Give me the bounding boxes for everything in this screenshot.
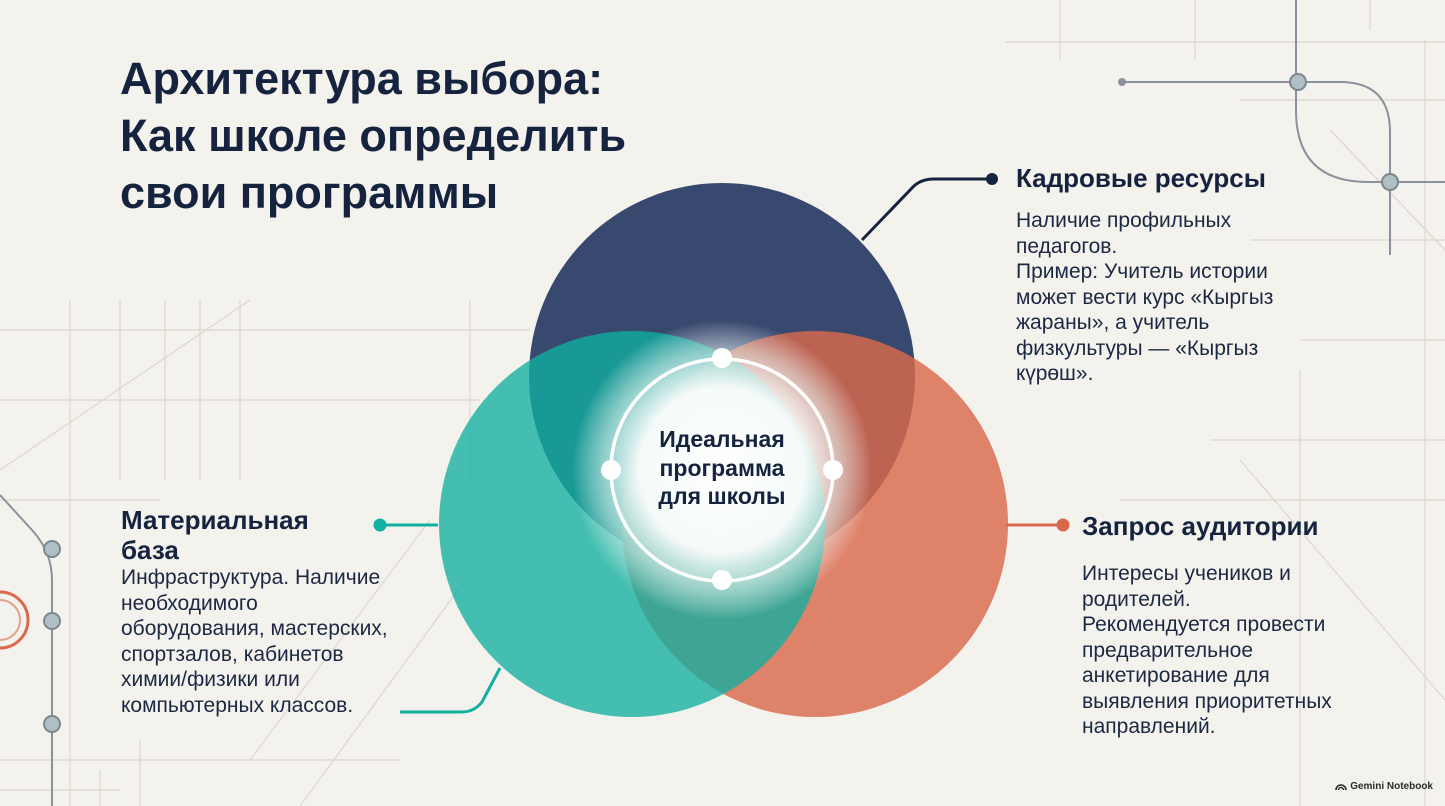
staff-description: Наличие профильных педагогов. Пример: Уч… (1016, 208, 1273, 387)
staff-line: күрөш». (1016, 362, 1094, 385)
material-line: химии/физики или (121, 668, 300, 691)
audience-line: направлений. (1082, 715, 1216, 738)
title-line: Как школе определить (120, 110, 627, 161)
material-description: Инфраструктура. Наличие необходимого обо… (121, 565, 388, 718)
ring-node-right (823, 460, 843, 480)
audience-line: предварительное (1082, 638, 1254, 662)
ring-node-left (601, 460, 621, 480)
staff-line: жараны», а учитель (1016, 311, 1210, 334)
ring-node-top (712, 348, 732, 368)
audience-title: Запрос аудитории (1082, 511, 1319, 541)
page-title: Архитектура выбора: Как школе определить… (120, 50, 820, 221)
center-glow (572, 320, 872, 620)
center-label-line: для школы (658, 483, 786, 509)
audience-line: родителей. (1082, 587, 1191, 611)
material-line: необходимого (121, 591, 258, 615)
material-line: оборудования, мастерских, (121, 617, 388, 640)
material-line: Инфраструктура. Наличие (121, 566, 381, 589)
title-line: свои программы (120, 167, 499, 218)
audience-line: Интересы учеников и (1082, 562, 1291, 585)
staff-line: Наличие профильных (1016, 209, 1232, 232)
audience-line: Рекомендуется провести (1082, 613, 1326, 636)
material-title: Материальная база (121, 505, 309, 565)
audience-line: анкетирование для (1082, 664, 1270, 687)
ring-node-bottom (712, 570, 732, 590)
material-title-line: база (121, 535, 179, 565)
staff-line: педагогов. (1016, 234, 1118, 258)
material-line: компьютерных классов. (121, 693, 354, 717)
material-lower-connector (400, 667, 502, 714)
staff-line: физкультуры — «Кыргыз (1016, 336, 1259, 360)
center-label: Идеальная программа для школы (610, 425, 834, 511)
staff-line: Пример: Учитель истории (1016, 260, 1268, 283)
material-line: спортзалов, кабинетов (121, 642, 344, 666)
audience-line: выявления приоритетных (1082, 689, 1332, 713)
staff-title: Кадровые ресурсы (1016, 163, 1266, 193)
material-title-line: Материальная (121, 505, 309, 535)
staff-line: может вести курс «Кыргыз (1016, 285, 1274, 309)
brand-text: Gemini Notebook (1350, 781, 1433, 792)
brand-watermark: Gemini Notebook (1335, 781, 1433, 792)
center-label-line: Идеальная (659, 426, 785, 452)
audience-description: Интересы учеников и родителей. Рекоменду… (1082, 561, 1332, 740)
notebook-logo-icon (1335, 783, 1348, 790)
title-line: Архитектура выбора: (120, 53, 604, 104)
staff-connector (860, 177, 992, 242)
center-label-line: программа (659, 454, 785, 481)
